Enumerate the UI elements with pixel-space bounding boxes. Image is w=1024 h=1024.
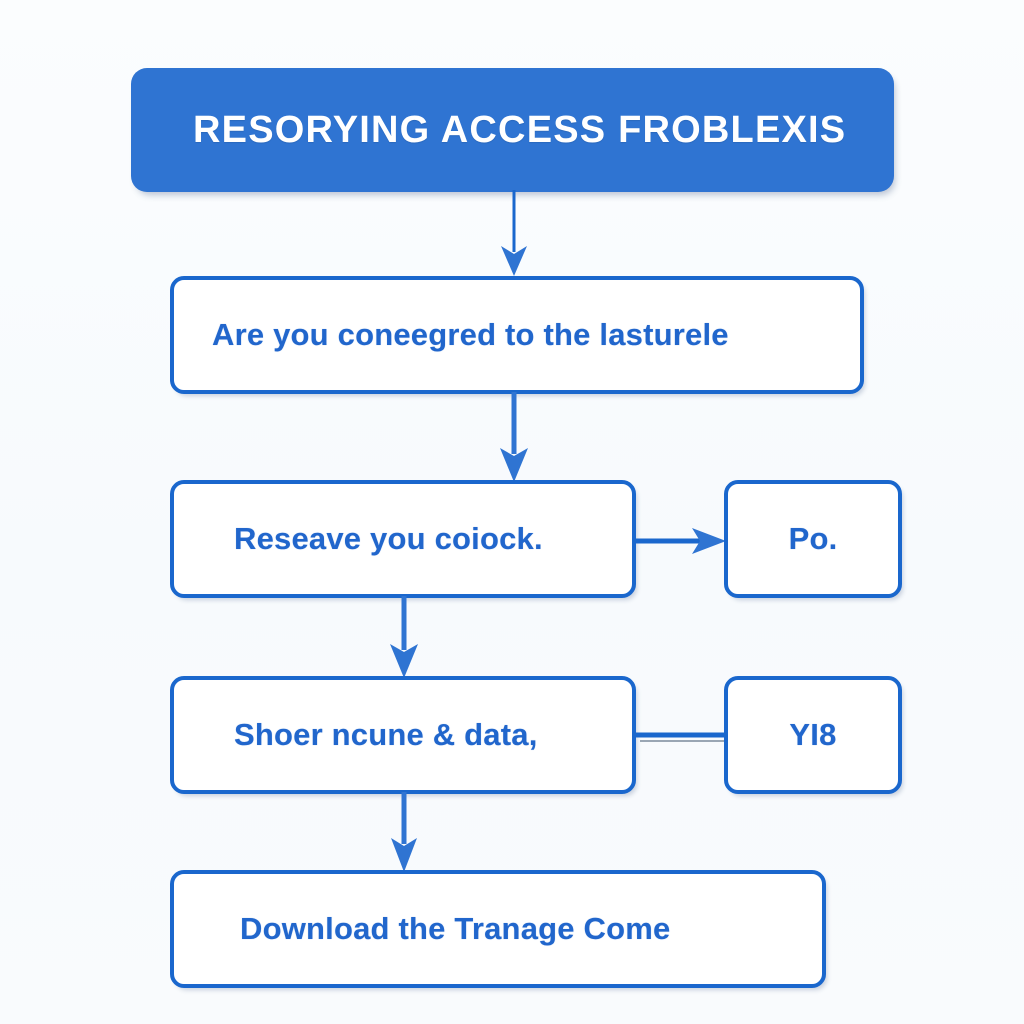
node-download-the-manage-come-label: Download the Tranage Come xyxy=(240,911,671,946)
node-yes-label: YI8 xyxy=(789,717,837,752)
node-reserve-your-check[interactable]: Reseave you coiock. xyxy=(170,480,636,598)
connector-share-to-yes xyxy=(634,716,728,754)
node-yes[interactable]: YI8 xyxy=(724,676,902,794)
connector-connected-to-reserve xyxy=(494,392,534,484)
node-po[interactable]: Po. xyxy=(724,480,902,598)
node-po-label: Po. xyxy=(788,521,838,556)
connector-banner-to-connected xyxy=(494,190,534,280)
connector-reserve-to-share xyxy=(384,596,424,680)
flowchart-title-text: RESORYING ACCESS FROBLEXIS xyxy=(193,108,847,151)
node-reserve-your-check-label: Reseave you coiock. xyxy=(234,521,543,556)
connector-share-to-download xyxy=(384,792,424,874)
node-share-name-and-data[interactable]: Shoer ncune & data, xyxy=(170,676,636,794)
node-are-you-connected-label: Are you coneegred to the lasturele xyxy=(212,317,729,352)
connector-reserve-to-po xyxy=(634,520,728,562)
node-download-the-manage-come[interactable]: Download the Tranage Come xyxy=(170,870,826,988)
node-are-you-connected[interactable]: Are you coneegred to the lasturele xyxy=(170,276,864,394)
node-share-name-and-data-label: Shoer ncune & data, xyxy=(234,717,538,752)
flowchart-title-banner: RESORYING ACCESS FROBLEXIS xyxy=(131,68,894,192)
